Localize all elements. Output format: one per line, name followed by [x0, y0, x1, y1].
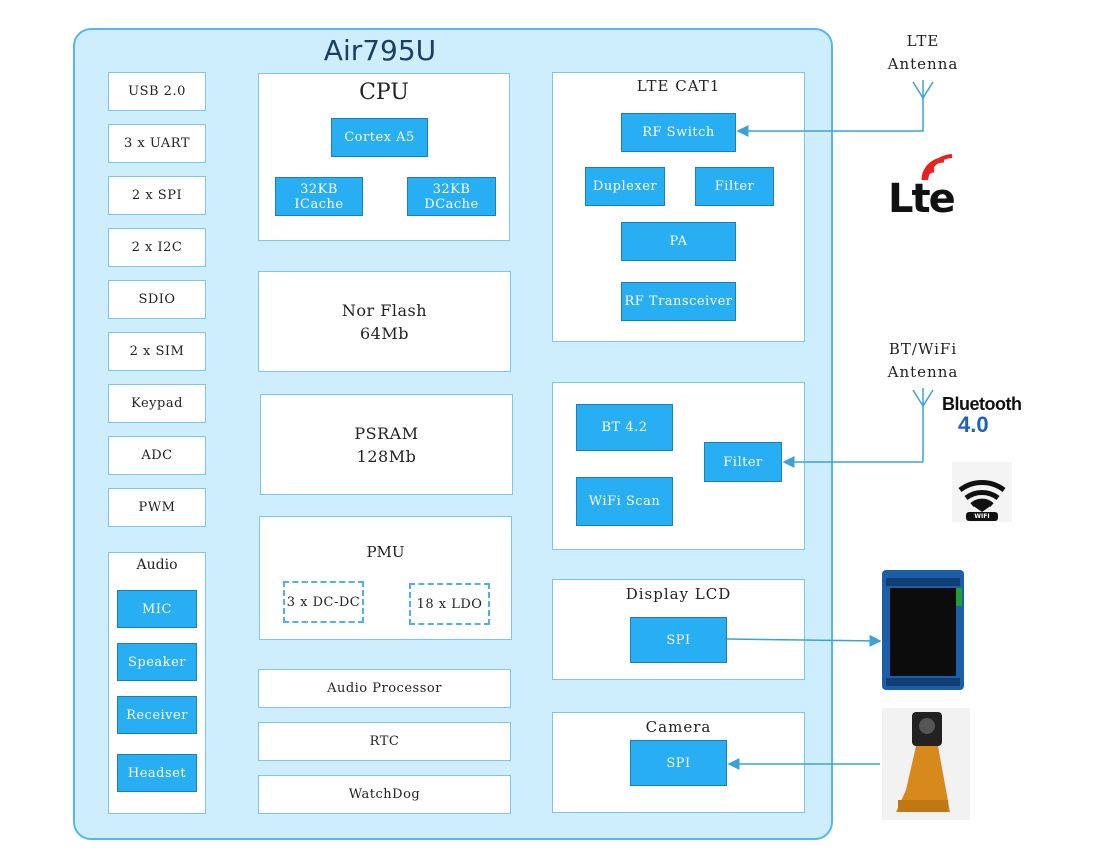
psram-name: PSRAM	[354, 423, 419, 443]
display-spi: SPI	[630, 617, 727, 663]
wifi-logo-text: WIFI	[974, 513, 990, 520]
interface-adc: ADC	[108, 436, 206, 475]
interface-sdio: SDIO	[108, 280, 206, 319]
audio-mic: MIC	[117, 590, 197, 628]
pmu-title: PMU	[366, 543, 405, 561]
cpu-title: CPU	[359, 80, 409, 105]
interface-keypad: Keypad	[108, 384, 206, 423]
lte-antenna-icon	[912, 80, 934, 130]
wifi-scan-block: WiFi Scan	[576, 477, 673, 526]
lte-duplexer: Duplexer	[585, 167, 665, 206]
lte-rf-switch: RF Switch	[621, 113, 736, 152]
interface-usb: USB 2.0	[108, 72, 206, 111]
bt-antenna-label-line2: Antenna	[887, 363, 959, 381]
cpu-icache: 32KB ICache	[275, 177, 363, 216]
audio-title: Audio	[136, 557, 178, 573]
chip-title: Air795U	[323, 34, 437, 67]
nor-flash-name: Nor Flash	[341, 300, 428, 320]
audio-speaker: Speaker	[117, 643, 197, 681]
audio-headset: Headset	[117, 754, 197, 792]
lte-antenna-label-line1: LTE	[906, 32, 940, 50]
bt-antenna-icon	[912, 388, 934, 462]
lte-logo-text: Lte	[888, 176, 956, 222]
camera-title: Camera	[645, 718, 712, 736]
audio-processor-block: Audio Processor	[258, 669, 511, 708]
lte-title: LTE CAT1	[636, 77, 721, 95]
lte-antenna-label: LTE Antenna	[880, 30, 966, 76]
bluetooth-version: 4.0	[958, 412, 989, 437]
bt-antenna-label: BT/WiFi Antenna	[880, 338, 966, 384]
lcd-module-icon	[882, 570, 964, 690]
camera-module-icon	[882, 708, 970, 820]
lte-logo: Lte	[888, 150, 968, 226]
camera-panel: Camera	[552, 712, 805, 813]
bt-wifi-filter: Filter	[704, 442, 782, 482]
lte-signal-icon	[921, 154, 953, 181]
interface-sim: 2 x SIM	[108, 332, 206, 371]
bluetooth-logo: Bluetooth 4.0	[942, 394, 1026, 444]
interface-uart: 3 x UART	[108, 124, 206, 163]
cpu-dcache: 32KB DCache	[407, 177, 496, 216]
nor-flash-size: 64Mb	[360, 323, 409, 343]
lte-filter: Filter	[695, 167, 774, 206]
pmu-ldo: 18 x LDO	[409, 583, 490, 625]
nor-flash-block: Nor Flash 64Mb	[258, 271, 511, 372]
interface-spi: 2 x SPI	[108, 176, 206, 215]
camera-spi: SPI	[630, 740, 727, 786]
lte-rf-transceiver: RF Transceiver	[621, 282, 736, 321]
watchdog-block: WatchDog	[258, 775, 511, 814]
rtc-block: RTC	[258, 722, 511, 761]
lte-antenna-label-line2: Antenna	[887, 55, 959, 73]
bluetooth-logo-text: Bluetooth	[942, 394, 1022, 414]
interface-pwm: PWM	[108, 488, 206, 527]
display-title: Display LCD	[625, 585, 732, 603]
bt-antenna-label-line1: BT/WiFi	[888, 340, 958, 358]
pmu-dcdc: 3 x DC-DC	[283, 581, 364, 623]
psram-size: 128Mb	[356, 446, 417, 466]
cpu-core: Cortex A5	[331, 118, 428, 157]
lte-pa: PA	[621, 222, 736, 261]
interface-i2c: 2 x I2C	[108, 228, 206, 267]
audio-receiver: Receiver	[117, 696, 197, 734]
psram-block: PSRAM 128Mb	[260, 394, 513, 495]
bt-block: BT 4.2	[576, 404, 673, 451]
